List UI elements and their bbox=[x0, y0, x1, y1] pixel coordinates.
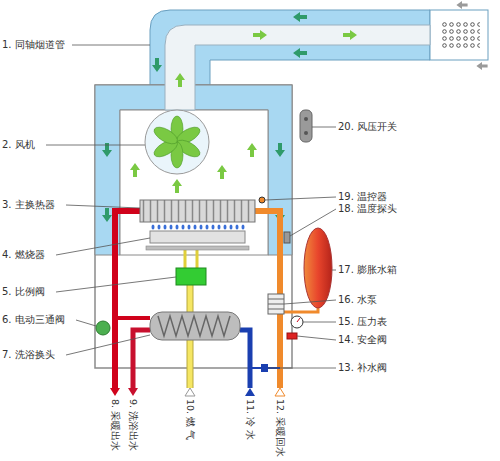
fan-blade bbox=[151, 124, 180, 147]
callout-label: 13. 补水阀 bbox=[338, 362, 387, 374]
terminal-grille bbox=[440, 22, 480, 48]
intake-arrow bbox=[102, 208, 112, 222]
leader-line bbox=[297, 336, 336, 340]
leader-line bbox=[66, 335, 150, 355]
exhaust-arrow bbox=[247, 143, 257, 157]
port-arrow bbox=[110, 388, 120, 396]
exhaust-arrow bbox=[217, 165, 227, 179]
main-heat-exchanger bbox=[140, 200, 255, 222]
leader-line bbox=[265, 197, 336, 200]
leader-line bbox=[72, 45, 150, 46]
exhaust-arrow bbox=[253, 30, 267, 40]
leader-line bbox=[303, 322, 336, 323]
leader-line bbox=[76, 320, 96, 326]
thermostat bbox=[259, 197, 265, 203]
callout-label: 6. 电动三通阀 bbox=[2, 314, 65, 326]
callout-label: 14. 安全阀 bbox=[338, 334, 387, 346]
pump bbox=[268, 294, 284, 314]
callout-label: 20. 风压开关 bbox=[338, 121, 397, 133]
port-label: 12. 采暖回水 bbox=[274, 399, 286, 457]
leader-line bbox=[290, 209, 336, 236]
plate-zigzag bbox=[158, 316, 230, 336]
leader-line bbox=[268, 368, 336, 369]
callout-label: 18. 温度探头 bbox=[338, 203, 397, 215]
leader-line bbox=[56, 277, 176, 292]
leader-line bbox=[312, 127, 336, 128]
expansion-tank bbox=[304, 228, 332, 308]
switch-dot bbox=[304, 131, 308, 135]
leader-line bbox=[56, 238, 150, 255]
pressure-gauge bbox=[291, 316, 303, 328]
boiler-cabinet bbox=[95, 85, 292, 368]
port-arrow bbox=[128, 388, 138, 396]
intake-arrow bbox=[293, 48, 307, 58]
intake-arrow bbox=[152, 58, 162, 72]
callout-label: 2. 风机 bbox=[2, 139, 35, 151]
plate-heat-exchanger bbox=[150, 312, 240, 340]
callout-label: 4. 燃烧器 bbox=[2, 249, 45, 261]
port-label: 8. 采暖出水 bbox=[109, 399, 121, 451]
gas-feed bbox=[185, 248, 197, 268]
exhaust-arrow bbox=[172, 179, 182, 193]
port-arrow bbox=[185, 388, 195, 396]
callout-label: 16. 水泵 bbox=[338, 294, 377, 306]
leader-line bbox=[332, 270, 336, 271]
exhaust-arrow bbox=[175, 73, 185, 87]
air-arrow bbox=[456, 1, 467, 9]
leader-line bbox=[66, 205, 140, 208]
callout-label: 3. 主换热器 bbox=[2, 199, 55, 211]
three-way-valve bbox=[96, 321, 110, 335]
air-pressure-switch bbox=[300, 110, 312, 142]
burner bbox=[150, 231, 245, 243]
air-arrow bbox=[476, 62, 487, 70]
callout-label: 19. 温控器 bbox=[338, 191, 387, 203]
proportional-valve bbox=[176, 268, 206, 285]
port-arrow bbox=[245, 388, 255, 396]
switch-dot bbox=[304, 117, 308, 121]
callout-label: 5. 比例阀 bbox=[2, 286, 45, 298]
callout-label: 17. 膨胀水箱 bbox=[338, 264, 397, 276]
intake-arrow bbox=[293, 12, 307, 22]
port-arrow bbox=[275, 388, 285, 396]
port-label: 9. 洗浴出水 bbox=[127, 399, 139, 451]
leader-line bbox=[284, 300, 336, 304]
cold-water-pipe bbox=[240, 330, 250, 388]
diverter-pipe bbox=[115, 316, 150, 320]
combustion-chamber bbox=[120, 110, 268, 255]
gauge-needle bbox=[297, 318, 300, 322]
tank-pipe bbox=[281, 307, 318, 312]
flue-terminal bbox=[430, 10, 488, 60]
leader-line bbox=[46, 145, 145, 146]
callout-label: 15. 压力表 bbox=[338, 316, 387, 328]
burner-plate bbox=[146, 246, 249, 250]
heating-supply-pipe bbox=[115, 211, 142, 388]
port-label: 10. 燃 气 bbox=[184, 399, 196, 440]
callout-label: 1. 同轴烟道管 bbox=[2, 39, 65, 51]
safety-valve bbox=[287, 333, 297, 339]
port-label: 11. 冷 水 bbox=[244, 399, 256, 440]
callout-label: 7. 洗浴换头 bbox=[2, 349, 55, 361]
flames bbox=[150, 224, 245, 230]
exhaust-arrow bbox=[343, 30, 357, 40]
pump-lines bbox=[268, 299, 284, 309]
temperature-probe bbox=[284, 232, 290, 243]
fan-housing bbox=[145, 110, 209, 174]
intake-arrow bbox=[275, 143, 285, 157]
exhaust-arrow bbox=[130, 163, 140, 177]
makeup-valve bbox=[261, 364, 268, 372]
flue-inner-pipe bbox=[165, 25, 430, 110]
